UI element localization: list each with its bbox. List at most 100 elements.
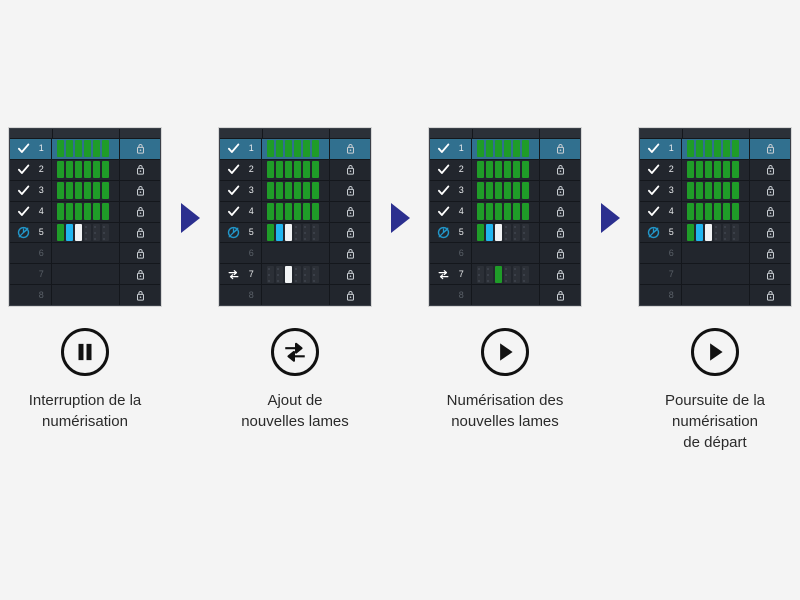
tray-row[interactable]: 7 [220, 264, 370, 286]
row-lock-cell[interactable] [330, 264, 370, 284]
tray-row[interactable]: 3 [220, 180, 370, 202]
slide-bar-green [495, 203, 502, 221]
row-slide-bars [52, 201, 120, 222]
tray-row[interactable]: 5 [640, 222, 790, 244]
slide-bar-cyan [276, 223, 283, 241]
slide-bar-empty [102, 223, 109, 241]
tray-row[interactable]: 3 [430, 180, 580, 202]
tray-row[interactable]: 4 [640, 201, 790, 223]
tray-row[interactable]: 2 [430, 159, 580, 181]
slide-bar-green [696, 182, 703, 200]
tray-row[interactable]: 3 [640, 180, 790, 202]
action-pause-icon-button[interactable] [61, 328, 109, 376]
tray-row[interactable]: 7 [430, 264, 580, 286]
tray-row[interactable]: 7 [640, 264, 790, 286]
action-play-icon-button[interactable] [691, 328, 739, 376]
lock-icon [554, 268, 567, 281]
tray-row[interactable]: 6 [640, 243, 790, 265]
row-lock-cell[interactable] [750, 243, 790, 263]
row-lock-cell[interactable] [330, 285, 370, 305]
row-lock-cell[interactable] [540, 202, 580, 222]
tray-row[interactable]: 2 [220, 159, 370, 181]
row-lock-cell[interactable] [120, 181, 160, 201]
row-lock-cell[interactable] [330, 160, 370, 180]
tray-row[interactable]: 2 [10, 159, 160, 181]
action-swap-arrows-icon-button[interactable] [271, 328, 319, 376]
tray-row[interactable]: 8 [640, 285, 790, 305]
row-lock-cell[interactable] [330, 181, 370, 201]
row-lock-cell[interactable] [750, 223, 790, 243]
action-play-icon-button[interactable] [481, 328, 529, 376]
row-number: 3 [458, 185, 464, 196]
status-empty [647, 289, 660, 302]
tray-row[interactable]: 2 [640, 159, 790, 181]
tray-row[interactable]: 7 [10, 264, 160, 286]
row-lock-cell[interactable] [750, 202, 790, 222]
row-slide-bars [262, 139, 330, 159]
slide-bar-green [102, 182, 109, 200]
row-lock-cell[interactable] [540, 243, 580, 263]
lock-icon [764, 163, 777, 176]
row-lock-cell[interactable] [120, 160, 160, 180]
tray-row[interactable]: 4 [220, 201, 370, 223]
row-lock-cell[interactable] [330, 243, 370, 263]
row-lock-cell[interactable] [750, 264, 790, 284]
tray-row[interactable]: 8 [10, 285, 160, 305]
pause-icon [78, 343, 92, 361]
row-lock-cell[interactable] [750, 181, 790, 201]
row-slide-bars [262, 243, 330, 264]
slide-bar-green [285, 182, 292, 200]
row-lock-cell[interactable] [750, 139, 790, 159]
slide-bar-green [723, 203, 730, 221]
row-lock-cell[interactable] [330, 202, 370, 222]
slide-bar-green [486, 203, 493, 221]
row-lock-cell[interactable] [540, 139, 580, 159]
tray-row[interactable]: 4 [10, 201, 160, 223]
row-lock-cell[interactable] [120, 223, 160, 243]
row-lock-cell[interactable] [330, 139, 370, 159]
row-lock-cell[interactable] [540, 264, 580, 284]
tray-row[interactable]: 6 [10, 243, 160, 265]
slide-bar-green [75, 140, 82, 158]
row-lock-cell[interactable] [120, 139, 160, 159]
tray-row[interactable]: 5 [430, 222, 580, 244]
row-lock-cell[interactable] [330, 223, 370, 243]
row-status-cell: 6 [640, 243, 682, 264]
tray-row[interactable]: 4 [430, 201, 580, 223]
row-lock-cell[interactable] [540, 181, 580, 201]
row-lock-cell[interactable] [120, 264, 160, 284]
tray-row[interactable]: 8 [220, 285, 370, 305]
row-lock-cell[interactable] [750, 160, 790, 180]
lock-icon [554, 247, 567, 260]
check-icon [227, 205, 240, 218]
slide-bar-green [102, 203, 109, 221]
tray-row[interactable]: 3 [10, 180, 160, 202]
tray-row[interactable]: 1 [640, 139, 790, 160]
slide-bar-green [705, 161, 712, 179]
row-lock-cell[interactable] [120, 202, 160, 222]
row-lock-cell[interactable] [120, 243, 160, 263]
tray-row[interactable]: 8 [430, 285, 580, 305]
tray-row[interactable]: 1 [10, 139, 160, 160]
tray-row[interactable]: 5 [220, 222, 370, 244]
tray-row[interactable]: 5 [10, 222, 160, 244]
row-lock-cell[interactable] [540, 223, 580, 243]
tray-row[interactable]: 1 [430, 139, 580, 160]
row-status-cell: 2 [10, 159, 52, 180]
row-lock-cell[interactable] [750, 285, 790, 305]
tray-row[interactable]: 6 [430, 243, 580, 265]
row-lock-cell[interactable] [120, 285, 160, 305]
tray-row[interactable]: 6 [220, 243, 370, 265]
slide-bar-green [477, 140, 484, 158]
tray-row[interactable]: 1 [220, 139, 370, 160]
row-lock-cell[interactable] [540, 160, 580, 180]
slide-bar-green [66, 161, 73, 179]
row-lock-cell[interactable] [540, 285, 580, 305]
